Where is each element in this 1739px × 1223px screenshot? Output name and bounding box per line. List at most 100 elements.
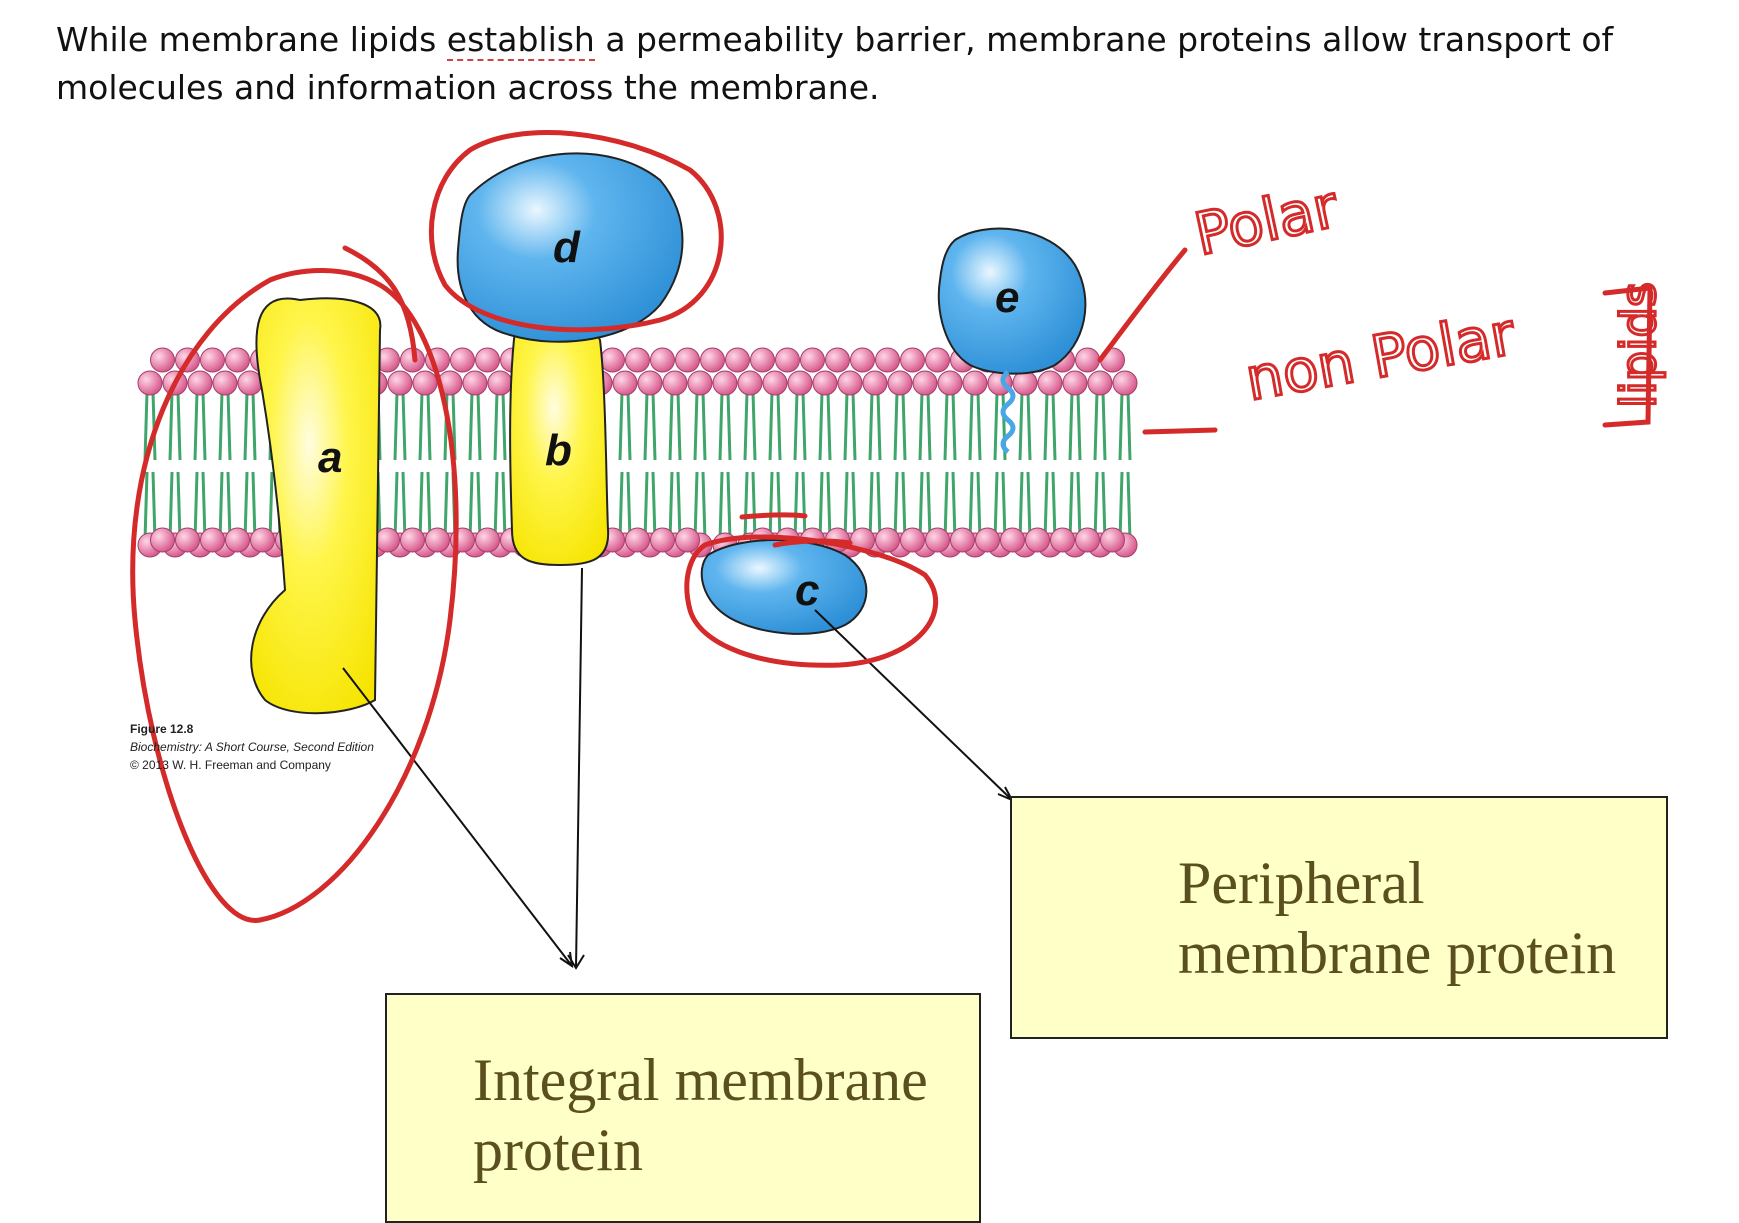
lipid-head xyxy=(1075,527,1100,553)
lipid-head xyxy=(625,527,650,553)
lipid-tail xyxy=(643,391,657,461)
lipid-tail xyxy=(993,471,1007,541)
red-slash-a xyxy=(342,245,418,363)
lipid-head xyxy=(775,347,800,373)
lipid-tail xyxy=(493,391,507,461)
protein-a-shape xyxy=(250,297,382,715)
lipid-head xyxy=(825,347,850,373)
lipid-head xyxy=(1112,370,1138,396)
lipid-head xyxy=(475,347,500,373)
lipid-tail xyxy=(968,391,982,461)
red-line-polar xyxy=(1097,247,1188,363)
lipid-tail xyxy=(243,391,257,461)
lipid-tail xyxy=(918,391,932,461)
protein-e-shape xyxy=(937,227,1087,375)
lipid-head xyxy=(1075,347,1100,373)
red-bracket-lipids xyxy=(1602,285,1653,428)
lipid-head xyxy=(650,527,675,553)
lipid-head xyxy=(750,347,775,373)
lipid-head xyxy=(150,347,175,373)
lipid-head xyxy=(862,370,888,396)
lipid-head xyxy=(600,347,625,373)
lipid-head xyxy=(425,527,450,553)
lipid-head xyxy=(175,527,200,553)
lipid-tail xyxy=(918,471,932,541)
credit-figure-number: Figure 12.8 xyxy=(130,722,194,736)
lipid-head xyxy=(412,370,438,396)
lipid-tail xyxy=(693,391,707,461)
lipid-head xyxy=(975,527,1000,553)
arrow-c-to-peripheral xyxy=(814,609,1013,801)
red-circle-d xyxy=(428,130,724,333)
lipid-tail xyxy=(1018,391,1032,461)
red-circle-c xyxy=(684,534,939,668)
lipid-head xyxy=(387,370,413,396)
handwritten-nonpolar: non Polar xyxy=(1241,300,1520,414)
handwritten-lipids: lipids xyxy=(1611,282,1667,408)
red-stroke-c-2 xyxy=(772,538,853,548)
integral-label-line-1: Integral membrane xyxy=(473,1047,928,1113)
lipid-tail xyxy=(1093,391,1107,461)
lipid-head xyxy=(625,347,650,373)
lipid-tail xyxy=(1068,391,1082,461)
lipid-tail xyxy=(893,391,907,461)
lipid-tail xyxy=(893,471,907,541)
lipid-tail xyxy=(218,471,232,541)
peripheral-label-line-1: Peripheral xyxy=(1178,850,1425,916)
lipid-head xyxy=(850,347,875,373)
lipid-head xyxy=(137,370,163,396)
heading-text: While membrane lipids establish a permea… xyxy=(56,16,1696,112)
lipid-tail xyxy=(468,391,482,461)
heading-underlined-word: establish xyxy=(446,20,595,61)
arrow-b-to-integral xyxy=(575,567,583,969)
lipid-tail xyxy=(843,391,857,461)
lipid-head xyxy=(950,527,975,553)
lipid-head xyxy=(675,347,700,373)
lipid-tail xyxy=(418,471,432,541)
lipid-tail xyxy=(668,471,682,541)
protein-e-label: e xyxy=(995,273,1019,322)
lipid-tail xyxy=(693,471,707,541)
lipid-head xyxy=(887,370,913,396)
lipid-tail xyxy=(718,391,732,461)
lipid-tail xyxy=(1093,471,1107,541)
lipid-tail xyxy=(1118,471,1132,541)
red-stroke-c xyxy=(739,512,808,520)
arrows xyxy=(342,567,1015,970)
lipid-tail xyxy=(868,391,882,461)
lipid-head xyxy=(375,527,400,553)
lipid-head xyxy=(900,527,925,553)
lipid-tail xyxy=(743,471,757,541)
lipid-head xyxy=(200,527,225,553)
lipid-head xyxy=(712,370,738,396)
peripheral-label-line-2: membrane protein xyxy=(1178,920,1617,986)
lipid-tail xyxy=(468,471,482,541)
lipid-tail xyxy=(193,391,207,461)
lipid-head xyxy=(800,347,825,373)
lipid-head xyxy=(612,370,638,396)
lipid-head xyxy=(1037,370,1063,396)
lipid-tail xyxy=(868,471,882,541)
lipid-head xyxy=(762,370,788,396)
lipid-head xyxy=(150,527,175,553)
lipid-tail xyxy=(718,471,732,541)
credit-book-title: Biochemistry: A Short Course, Second Edi… xyxy=(130,740,374,754)
lipid-tail xyxy=(768,471,782,541)
lipid-tail xyxy=(1043,471,1057,541)
integral-label-line-2: protein xyxy=(473,1117,643,1183)
lipid-tail xyxy=(843,471,857,541)
lipid-head xyxy=(225,527,250,553)
lipid-head xyxy=(462,370,488,396)
lipid-tail xyxy=(968,471,982,541)
protein-b-label: b xyxy=(545,426,572,475)
lipid-tail xyxy=(243,471,257,541)
lipid-tail xyxy=(393,471,407,541)
lipid-head xyxy=(487,370,513,396)
protein-a-label: a xyxy=(318,433,342,482)
lipid-tail xyxy=(793,391,807,461)
lipid-head xyxy=(212,370,238,396)
lipid-head xyxy=(1050,527,1075,553)
lipid-tail xyxy=(418,391,432,461)
handwritten-polar: Polar xyxy=(1189,172,1344,268)
